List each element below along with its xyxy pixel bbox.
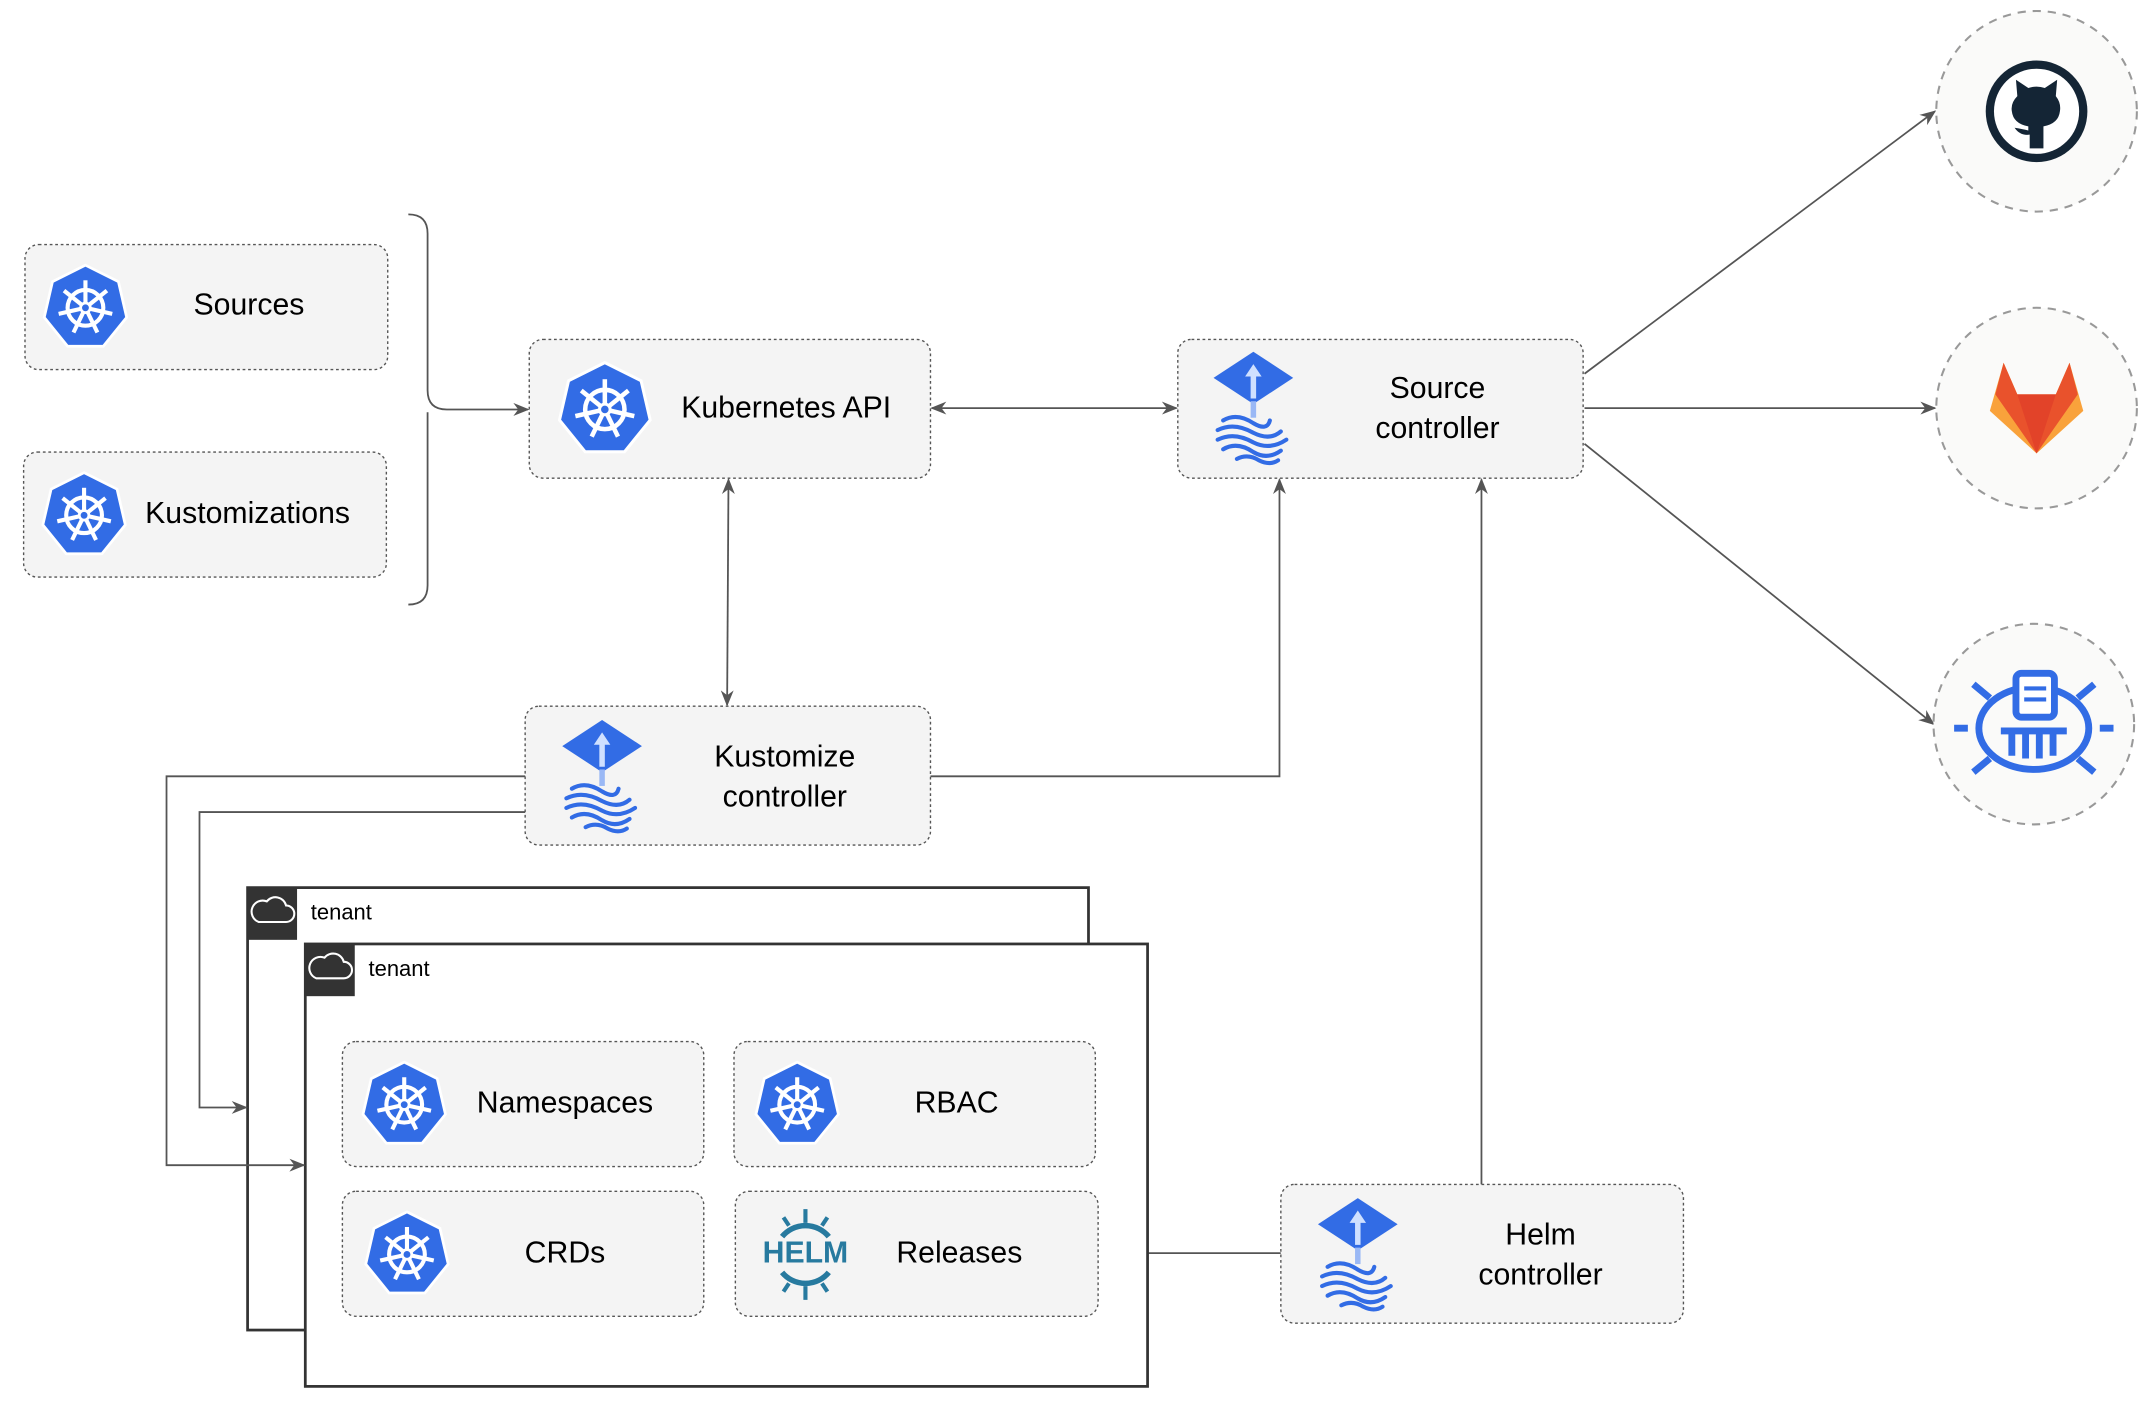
edge-crds-to-api (408, 213, 530, 416)
brace-bottom (408, 412, 429, 606)
edges (408, 110, 1937, 1260)
gitlab-icon (1989, 362, 2084, 454)
node-rbac[interactable]: RBAC (733, 1040, 1097, 1168)
kubernetes-api-label: Kubernetes API (681, 391, 891, 424)
helm-icon: HELM (763, 1209, 849, 1300)
releases-label: Releases (896, 1236, 1022, 1269)
source-watcher-icon (1954, 669, 2114, 775)
tenant-label: tenant (311, 900, 372, 925)
helm-logo-text: HELM (763, 1236, 849, 1269)
node-kubernetes-api[interactable]: Kubernetes API (528, 338, 932, 479)
source-controller-label-2: controller (1375, 412, 1499, 445)
tenant-header (305, 943, 355, 997)
source-controller-label-1: Source (1390, 372, 1486, 405)
edge-kustomize-source (930, 477, 1286, 778)
node-crds[interactable]: CRDs (341, 1190, 705, 1318)
helm-controller-label-2: controller (1478, 1258, 1602, 1291)
node-source-controller[interactable]: Source controller (1177, 338, 1584, 479)
edge-api-kustomize (720, 477, 735, 707)
rbac-label: RBAC (915, 1087, 999, 1120)
node-github[interactable] (1935, 9, 2138, 213)
github-icon (1985, 60, 2088, 163)
node-namespaces[interactable]: Namespaces (341, 1040, 705, 1168)
node-sources[interactable]: Sources (24, 243, 389, 371)
sources-label: Sources (194, 288, 305, 321)
helm-controller-label-1: Helm (1505, 1219, 1576, 1252)
edge-kustomize-tenant-front (165, 775, 526, 1172)
edge-kustomize-tenant-back (198, 811, 526, 1114)
tenant-header (247, 887, 298, 940)
node-kustomizations[interactable]: Kustomizations (22, 451, 388, 578)
edge-source-bucket (1583, 443, 1935, 726)
node-kustomize-controller[interactable]: Kustomize controller (524, 705, 932, 846)
node-releases[interactable]: HELM Releases (734, 1190, 1099, 1318)
edge-source-github (1583, 110, 1937, 375)
kustomizations-label: Kustomizations (145, 497, 350, 530)
kustomize-controller-label-1: Kustomize (714, 740, 855, 773)
node-helm-controller[interactable]: Helm controller (1280, 1183, 1685, 1324)
kustomize-controller-label-2: controller (723, 780, 847, 813)
tenant-label: tenant (369, 956, 430, 981)
crds-label: CRDs (525, 1236, 606, 1269)
namespaces-label: Namespaces (477, 1087, 653, 1120)
node-gitlab[interactable] (1935, 306, 2138, 510)
node-bucket[interactable] (1932, 622, 2136, 826)
